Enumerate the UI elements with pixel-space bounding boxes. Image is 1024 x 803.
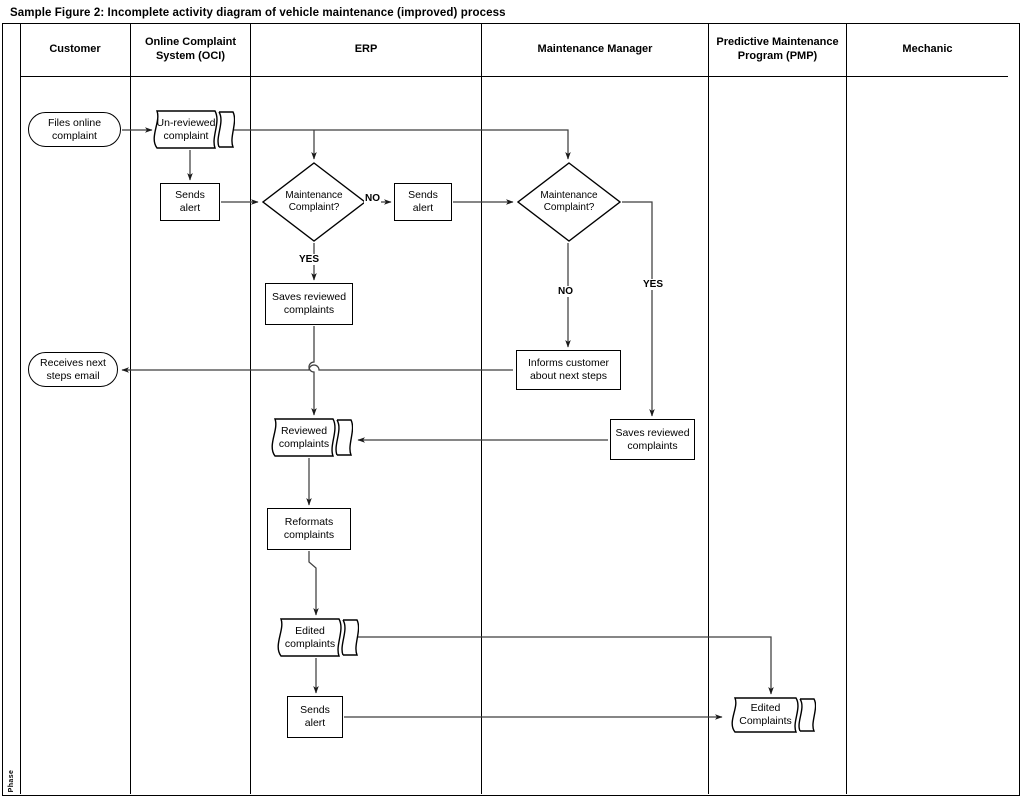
lane-erp: ERP xyxy=(251,24,482,794)
node-label-un-reviewed-complaint: Un-reviewed complaint xyxy=(156,116,216,142)
lane-header-ocs: Online Complaint System (OCI) xyxy=(131,24,250,77)
lane-ocs: Online Complaint System (OCI) xyxy=(131,24,251,794)
shape-outline xyxy=(262,162,366,242)
shape-outline xyxy=(153,110,235,149)
phase-strip: Phase xyxy=(3,24,21,794)
node-saves-reviewed-complaints-erp[interactable]: Saves reviewed complaints xyxy=(265,283,353,325)
lane-customer: Customer xyxy=(20,24,131,794)
node-label-sends-alert-erp: Sends alert xyxy=(408,189,438,214)
node-label-sends-alert-erp-2: Sends alert xyxy=(300,704,330,729)
node-sends-alert-erp[interactable]: Sends alert xyxy=(394,183,452,221)
shape-outline xyxy=(277,618,359,657)
edge-label-yes-mm: YES xyxy=(642,279,665,290)
node-label-edited-complaints-pmp: Edited Complaints xyxy=(739,702,792,727)
node-maintenance-complaint-erp[interactable]: Maintenance Complaint? xyxy=(262,162,366,242)
phase-label: Phase xyxy=(7,769,15,793)
node-label-files-online-complaint: Files online complaint xyxy=(47,116,102,142)
node-label-sends-alert-ocs: Sends alert xyxy=(175,189,205,214)
node-receives-next-steps-email[interactable]: Receives next steps email xyxy=(28,352,118,387)
node-label-saves-reviewed-complaints-mm: Saves reviewed complaints xyxy=(615,426,690,452)
lane-mechanic: Mechanic xyxy=(847,24,1008,794)
node-label-maintenance-complaint-mm: Maintenance Complaint? xyxy=(540,189,598,214)
lane-header-erp: ERP xyxy=(251,24,481,77)
lane-pmp: Predictive Maintenance Program (PMP) xyxy=(709,24,847,794)
lane-header-customer: Customer xyxy=(20,24,130,77)
lane-header-mm: Maintenance Manager xyxy=(482,24,708,77)
node-label-edited-complaints-erp: Edited complaints xyxy=(284,624,336,650)
node-label-reformats-complaints: Reformats complaints xyxy=(283,516,335,541)
node-files-online-complaint[interactable]: Files online complaint xyxy=(28,112,121,147)
node-saves-reviewed-complaints-mm[interactable]: Saves reviewed complaints xyxy=(610,419,695,460)
node-un-reviewed-complaint[interactable]: Un-reviewed complaint xyxy=(148,110,235,149)
edge-label-no-mm: NO xyxy=(557,286,574,297)
figure-caption: Sample Figure 2: Incomplete activity dia… xyxy=(2,2,1020,24)
edge-label-yes-erp: YES xyxy=(298,254,321,265)
node-sends-alert-ocs[interactable]: Sends alert xyxy=(160,183,220,221)
shape-outline xyxy=(271,418,353,457)
node-label-reviewed-complaints: Reviewed complaints xyxy=(278,424,330,450)
node-label-informs-customer: Informs customer about next steps xyxy=(527,357,610,382)
lane-mm: Maintenance Manager xyxy=(482,24,709,794)
figure-caption-text: Sample Figure 2: Incomplete activity dia… xyxy=(10,6,506,19)
node-maintenance-complaint-mm[interactable]: Maintenance Complaint? xyxy=(517,162,621,242)
node-reformats-complaints[interactable]: Reformats complaints xyxy=(267,508,351,550)
node-label-saves-reviewed-complaints-erp: Saves reviewed complaints xyxy=(271,291,347,316)
lane-header-mechanic: Mechanic xyxy=(847,24,1008,77)
node-label-receives-next-steps-email: Receives next steps email xyxy=(40,356,106,382)
node-informs-customer[interactable]: Informs customer about next steps xyxy=(516,350,621,390)
edge-label-no-erp: NO xyxy=(364,193,381,204)
node-edited-complaints-erp[interactable]: Edited complaints xyxy=(272,618,359,657)
lane-header-pmp: Predictive Maintenance Program (PMP) xyxy=(709,24,846,77)
node-edited-complaints-pmp[interactable]: Edited Complaints xyxy=(726,697,816,733)
shape-outline xyxy=(517,162,621,242)
shape-outline xyxy=(731,697,816,733)
node-sends-alert-erp-2[interactable]: Sends alert xyxy=(287,696,343,738)
node-reviewed-complaints[interactable]: Reviewed complaints xyxy=(266,418,353,457)
node-label-maintenance-complaint-erp: Maintenance Complaint? xyxy=(285,189,343,214)
